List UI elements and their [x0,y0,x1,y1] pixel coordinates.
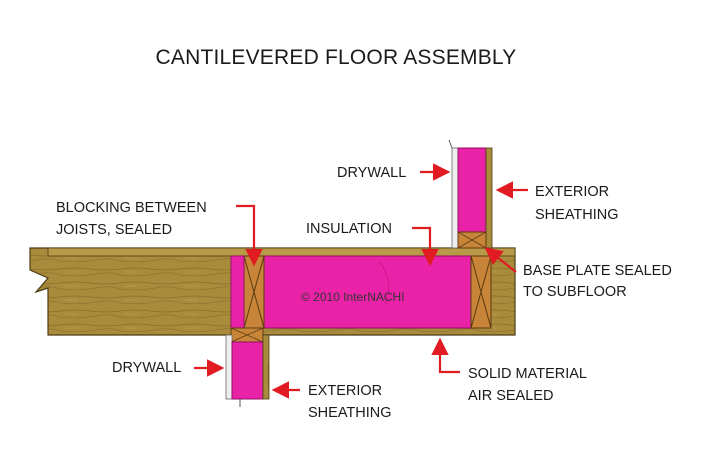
blocking-member [230,255,265,329]
label-solid-material-2: AIR SEALED [468,388,553,404]
label-exterior-sheathing-upper-2: SHEATHING [535,207,619,223]
copyright-text: © 2010 InterNACHI [301,290,405,304]
label-insulation: INSULATION [306,221,392,237]
label-exterior-sheathing-lower-1: EXTERIOR [308,383,382,399]
callout-arrows [194,163,528,399]
upper-wall [448,139,493,249]
arrow-base-plate [484,247,517,273]
label-drywall-upper: DRYWALL [337,165,406,181]
arrow-insulation [412,226,439,267]
rim-block [470,255,492,329]
label-base-plate-2: TO SUBFLOOR [523,284,627,300]
diagram-title: CANTILEVERED FLOOR ASSEMBLY [156,46,517,69]
label-blocking-1: BLOCKING BETWEEN [56,200,207,216]
label-blocking-2: JOISTS, SEALED [56,222,172,238]
label-exterior-sheathing-upper-1: EXTERIOR [535,184,609,200]
label-solid-material-1: SOLID MATERIAL [468,366,587,382]
arrow-solid-material [431,337,460,374]
arrow-blocking [236,204,263,267]
floor-insulation [230,255,472,329]
lower-wall [225,327,270,407]
label-base-plate-1: BASE PLATE SEALED [523,263,672,279]
label-drywall-lower: DRYWALL [112,360,181,376]
label-exterior-sheathing-lower-2: SHEATHING [308,405,392,421]
